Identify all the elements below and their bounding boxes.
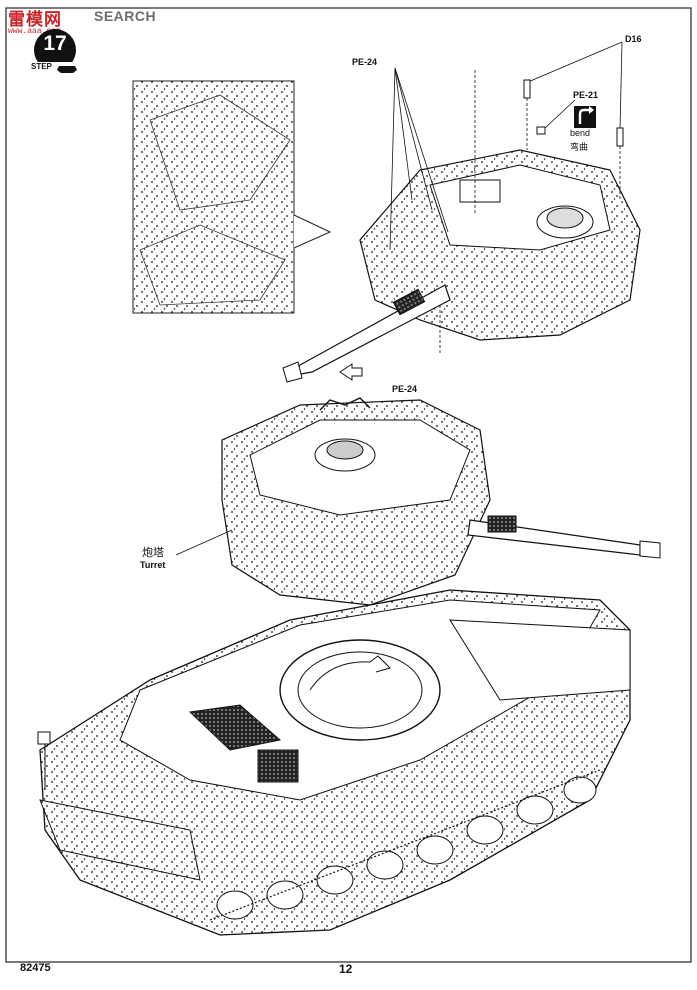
callout-pe21: PE-21 [573,90,599,100]
watermark-brand-cn: 雷模网 [8,10,62,29]
watermark-brand-en: SEARCH [94,8,157,24]
callout-pe24-bottom: PE-24 [392,384,418,394]
step-label: STEP [31,62,52,71]
bend-label-cn: 弯曲 [570,143,589,153]
watermark-logo: 雷模网 SEARCH www.aaa.com [2,3,172,37]
turret-exploded-view [282,41,641,383]
step-number: 17 [43,32,67,55]
detail-inset [132,80,332,314]
turret-label-cn: 炮塔 [142,546,164,559]
turret-label-en: Turret [140,560,166,570]
step-badge-shape [29,29,81,76]
kit-code: 82475 [20,962,51,974]
tank-icon [57,66,77,73]
step-badge: 17 STEP [29,28,81,84]
turret-assembled-view [175,397,661,606]
hull-view [37,589,631,936]
watermark-url: www.aaa.com [8,27,61,36]
bend-label-en: bend [570,128,591,138]
page-number: 12 [339,962,353,976]
page-border [5,7,692,963]
callout-d16: D16 [625,34,642,44]
bend-arrow-icon [574,106,596,128]
callout-pe24-top: PE-24 [352,57,378,67]
